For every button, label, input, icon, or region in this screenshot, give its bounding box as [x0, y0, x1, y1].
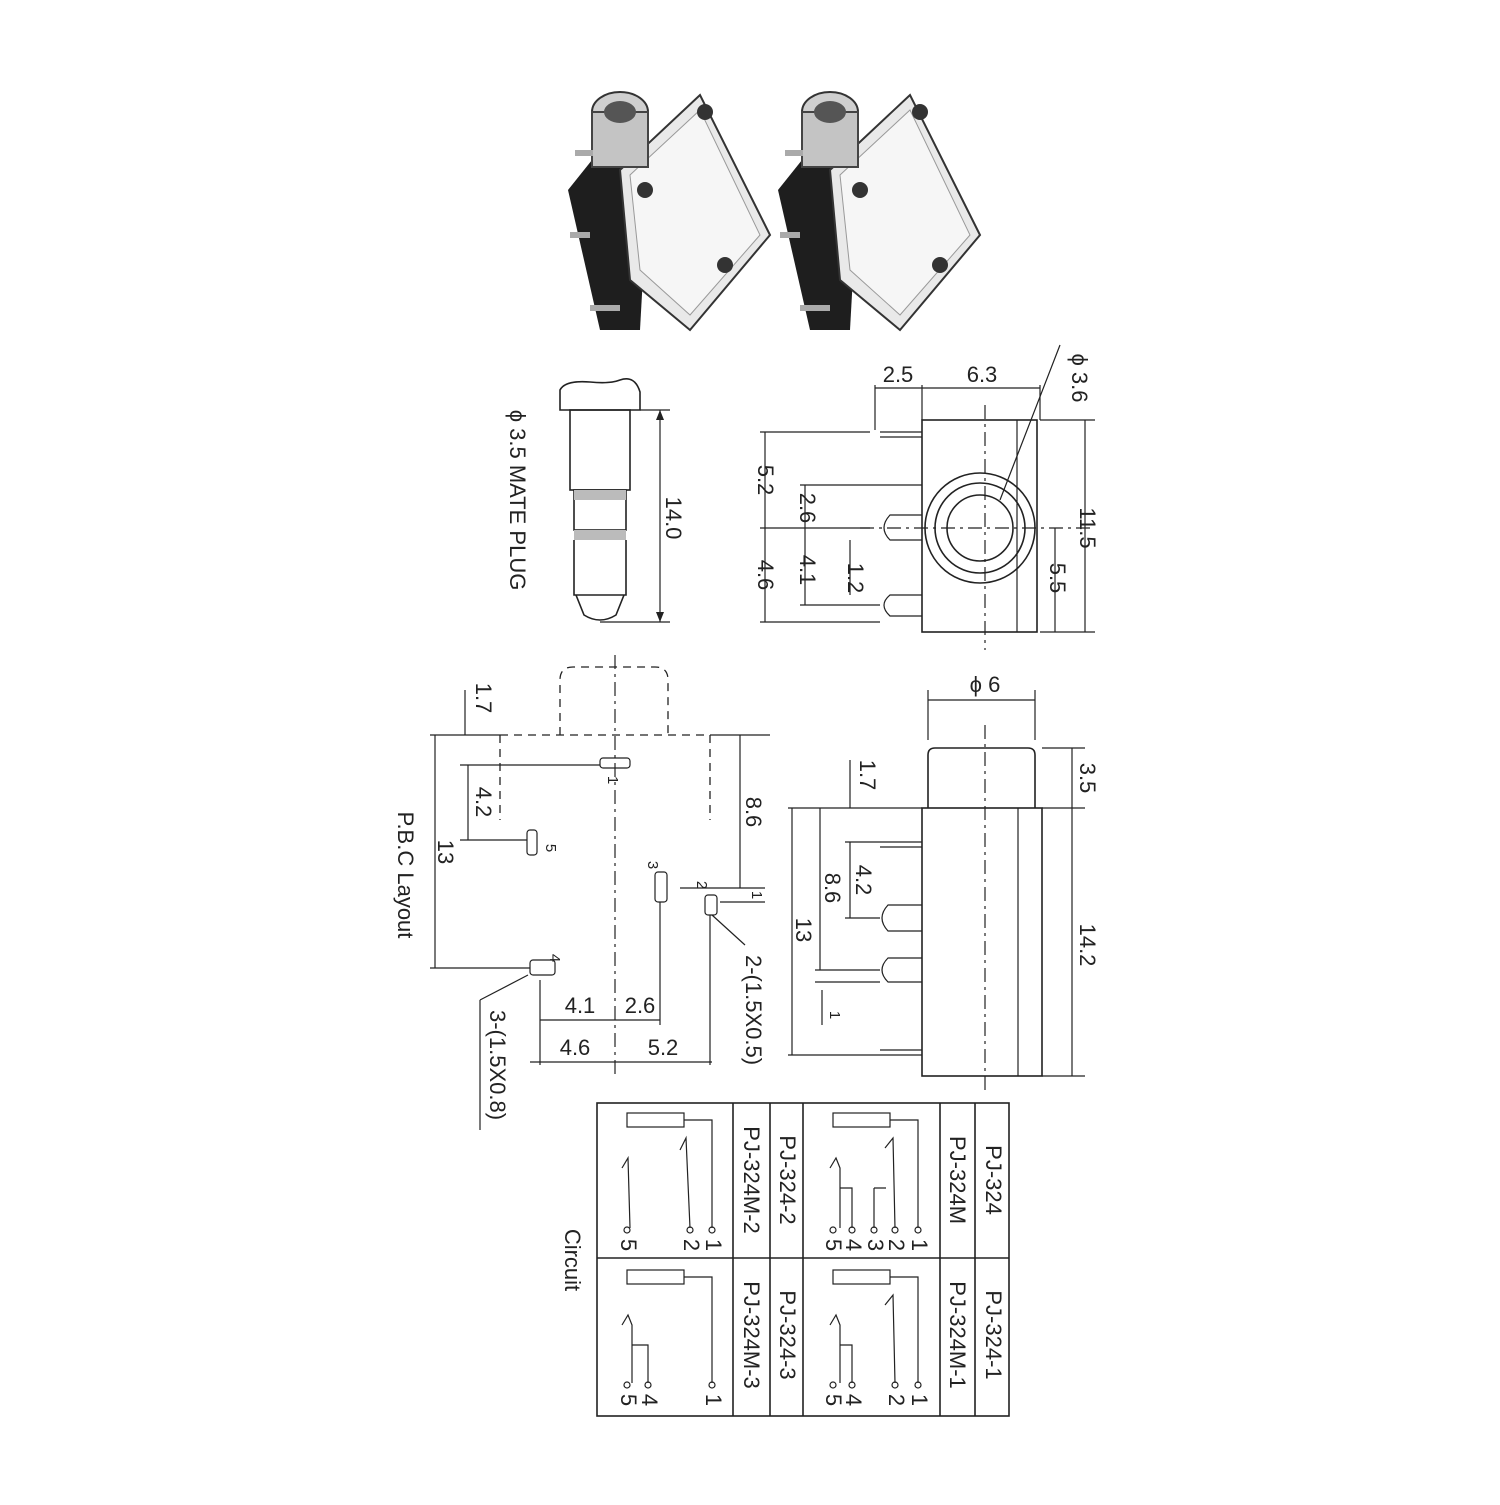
- pj324-3-pin-1: 1: [701, 1394, 726, 1406]
- circuit-pj324-1: 1 2 4 5: [821, 1269, 932, 1406]
- pcb-pin-1: 1: [604, 776, 621, 784]
- pcb-b2: 2.6: [625, 993, 656, 1018]
- model-pj324-2: PJ-324-2: [775, 1135, 800, 1224]
- pj324-1-pin-1: 1: [907, 1394, 932, 1406]
- circuit-pj324-2: 1 2 5: [616, 1112, 726, 1251]
- model-pj324m: PJ-324M: [945, 1136, 970, 1224]
- side-dim-g: 1.2: [843, 563, 868, 594]
- model-pj324m-3: PJ-324M-3: [739, 1281, 764, 1389]
- side-dim-i: 5.5: [1045, 563, 1070, 594]
- side-phi: ϕ 3.6: [1067, 353, 1092, 402]
- pj324-1-pin-4: 4: [841, 1394, 866, 1406]
- front-dim-b: 8.6: [820, 873, 845, 904]
- pcb-right: 8.6: [741, 797, 766, 828]
- pcb-height: 13: [433, 840, 458, 864]
- circuit-pj324: 1 2 3 4 5: [821, 1112, 932, 1251]
- pcb-pin-3: 3: [644, 861, 661, 869]
- circuit-table: Circuit PJ-324 PJ-324M PJ-324-2 PJ-324M-…: [560, 1102, 1010, 1417]
- pj324-2-pin-1: 1: [701, 1239, 726, 1251]
- front-barrel: 3.5: [1075, 763, 1100, 794]
- front-dim-c: 13: [791, 918, 816, 942]
- pj324-1-pin-5: 5: [821, 1394, 846, 1406]
- pj324-2-pin-2: 2: [679, 1239, 704, 1251]
- pj324-1-pin-2: 2: [884, 1394, 909, 1406]
- plug-length-label: 14.0: [661, 497, 686, 540]
- pj324-pin-3: 3: [863, 1239, 888, 1251]
- pj324-pin-4: 4: [841, 1239, 866, 1251]
- side-dim-f: 4.1: [795, 555, 820, 586]
- side-dim-c: 5.2: [753, 465, 778, 496]
- mate-plug-drawing: 14.0 ϕ 3.5 MATE PLUG: [505, 378, 686, 623]
- pcb-hole-a: 3-(1.5X0.8): [485, 1010, 510, 1120]
- front-dim-e: 14.2: [1075, 924, 1100, 967]
- pj324-pin-1: 1: [907, 1239, 932, 1251]
- circuit-pj324-3: 1 4 5: [616, 1269, 726, 1406]
- pj324-3-pin-5: 5: [616, 1394, 641, 1406]
- pcb-b3: 4.6: [560, 1035, 591, 1060]
- pj324-3-pin-4: 4: [637, 1394, 662, 1406]
- pcb-pin-4: 4: [546, 954, 563, 962]
- side-view-drawing: 2.5 6.3 ϕ 3.6 5.2 4.6 2.6 4.1 1.2 11.5 5…: [753, 344, 1100, 650]
- pcb-pin-5: 5: [542, 844, 559, 852]
- model-pj324m-2: PJ-324M-2: [739, 1126, 764, 1234]
- front-dim-a: 4.2: [851, 865, 876, 896]
- front-view-drawing: ϕ 6 3.5 14.2 1.7 13 8.6 4.2 1: [788, 672, 1100, 1090]
- pcb-layout-drawing: 1 5 3 2 4 13 1.7 4.2 P.B.C Layout 8.6 1 …: [393, 655, 770, 1130]
- pcb-r1: 1: [748, 891, 765, 899]
- pcb-p1: 4.2: [471, 787, 496, 818]
- side-dim-a: 2.5: [883, 362, 914, 387]
- pcb-b4: 5.2: [648, 1035, 679, 1060]
- model-pj324-1: PJ-324-1: [981, 1290, 1006, 1379]
- pcb-pin-2: 2: [693, 881, 710, 889]
- model-pj324-3: PJ-324-3: [775, 1290, 800, 1379]
- side-dim-b: 6.3: [967, 362, 998, 387]
- product-photo-left: [568, 91, 772, 332]
- front-dim-d: 1: [826, 1011, 843, 1019]
- pcb-b1: 4.1: [565, 993, 596, 1018]
- front-top: 1.7: [855, 760, 880, 791]
- model-pj324m-1: PJ-324M-1: [945, 1281, 970, 1389]
- product-photo-right: [778, 91, 982, 332]
- side-dim-d: 2.6: [795, 493, 820, 524]
- plug-title: ϕ 3.5 MATE PLUG: [505, 410, 530, 591]
- circuit-title: Circuit: [560, 1229, 585, 1291]
- model-pj324: PJ-324: [981, 1145, 1006, 1215]
- side-dim-e: 4.6: [753, 560, 778, 591]
- side-dim-h: 11.5: [1075, 507, 1100, 548]
- pj324-2-pin-5: 5: [616, 1239, 641, 1251]
- pcb-hole-b: 2-(1.5X0.5): [741, 955, 766, 1065]
- front-phi: ϕ 6: [970, 672, 1001, 697]
- pcb-top: 1.7: [471, 683, 496, 714]
- pj324-pin-5: 5: [821, 1239, 846, 1251]
- pcb-title: P.B.C Layout: [393, 812, 418, 939]
- pj324-pin-2: 2: [884, 1239, 909, 1251]
